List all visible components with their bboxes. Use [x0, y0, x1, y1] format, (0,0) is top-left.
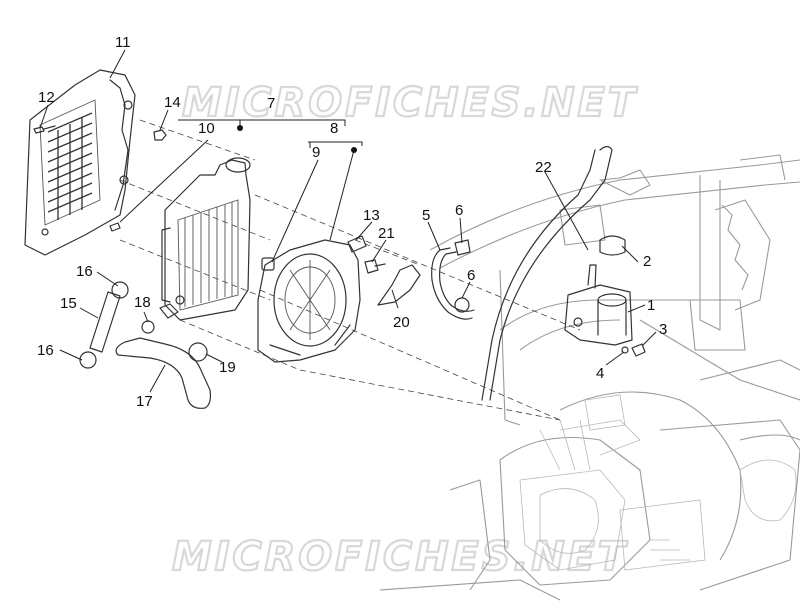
callout-20: 20: [393, 314, 410, 331]
nut-part: [153, 129, 167, 141]
bracket-part: [377, 264, 421, 306]
radiator-cover-part: [24, 69, 136, 256]
scooter-frame: [379, 154, 800, 601]
expansion-tank-part: [564, 264, 633, 346]
hose-clamp-part-2: [454, 297, 470, 313]
callout-2: 2: [643, 253, 651, 270]
callout-16-lower: 16: [37, 342, 54, 359]
callout-17: 17: [136, 393, 153, 410]
hose-part: [431, 247, 475, 320]
callout-14: 14: [164, 94, 181, 111]
fan-shroud-part: [257, 239, 361, 363]
clamp-part-19: [188, 342, 208, 362]
callout-12: 12: [38, 89, 55, 106]
callout-15: 15: [60, 295, 77, 312]
clamp-part-lower: [79, 351, 97, 369]
callout-11: 11: [115, 34, 131, 51]
pipe-part: [89, 291, 121, 353]
breather-tube-part: [481, 145, 613, 401]
hose-clamp-part: [454, 239, 471, 256]
watermark-bottom: MICROFICHES.NET: [172, 534, 628, 580]
callout-4: 4: [596, 365, 604, 382]
callout-21: 21: [378, 225, 395, 242]
callout-10: 10: [198, 120, 215, 137]
callout-6-upper: 6: [455, 202, 463, 219]
clamp-part-upper: [111, 281, 129, 299]
callout-16-upper: 16: [76, 263, 93, 280]
callout-9: 9: [312, 144, 320, 161]
washer-part: [621, 346, 629, 354]
callout-6-lower: 6: [467, 267, 475, 284]
callout-19: 19: [219, 359, 236, 376]
watermark-top: MICROFICHES.NET: [182, 80, 638, 126]
callout-3: 3: [659, 321, 667, 338]
callout-13: 13: [363, 207, 380, 224]
screw-part: [33, 125, 56, 134]
bolt-part: [364, 259, 386, 274]
clamp-part-18: [141, 320, 155, 334]
lower-hose-part: [115, 337, 212, 409]
callout-18: 18: [134, 294, 151, 311]
screw-part-3: [631, 343, 646, 357]
cap-part: [599, 235, 626, 256]
small-screw-part: [109, 222, 121, 232]
callout-labels: 1 2 3 4 5 6 6 7 8 9 10 11 12 13 14 15 16…: [37, 34, 667, 410]
callout-22: 22: [535, 159, 552, 176]
callout-7: 7: [267, 95, 275, 112]
leader-lines: [39, 49, 657, 393]
callout-8: 8: [330, 120, 338, 137]
callout-5: 5: [422, 207, 430, 224]
callout-1: 1: [647, 297, 655, 314]
radiator-part: [159, 157, 251, 321]
